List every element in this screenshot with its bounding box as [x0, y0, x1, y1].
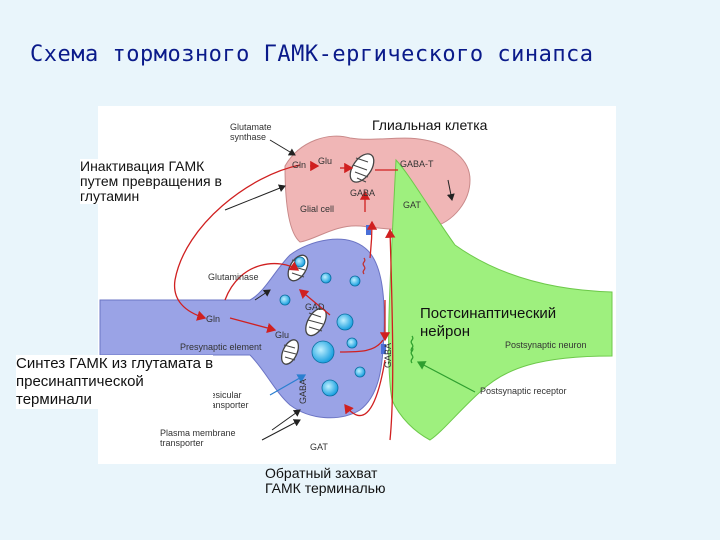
gat-glial-label: GAT — [403, 200, 421, 210]
gln-glial-label: Gln — [292, 160, 306, 170]
gat-transporter-pre — [381, 344, 386, 354]
gaba-glial-label: GABA — [350, 188, 375, 198]
glutaminase-label: Glutaminase — [208, 272, 259, 282]
mitochondrion-pre-3 — [280, 339, 300, 365]
presynaptic-element-label: Presynaptic element — [180, 342, 262, 352]
slide-title: Схема тормозного ГАМК-ергического синапс… — [30, 42, 594, 67]
gat-transporter-glial — [366, 225, 371, 235]
postsynaptic-neuron-annotation: Постсинаптический нейрон — [420, 305, 557, 340]
gaba-vertical-label: GABA — [298, 379, 308, 404]
mitochondrion-glial — [349, 153, 375, 183]
receptor-pointer-arrow — [416, 361, 476, 393]
presynaptic-terminal-shape — [99, 238, 385, 419]
gaba-cleft-label: GABA — [383, 343, 393, 368]
postsynaptic-neuron-label: Postsynaptic neuron — [505, 340, 587, 350]
metabolic-arrows — [173, 160, 398, 441]
glu-glial-label: Glu — [318, 156, 332, 166]
glial-cell-annotation: Глиальная клетка — [372, 117, 488, 133]
postsynaptic-receptor-label: Postsynaptic receptor — [480, 386, 567, 396]
postsynaptic-neuron-shape — [388, 158, 613, 441]
glu-pre-label: Glu — [275, 330, 289, 340]
gat-pre-label: GAT — [310, 442, 328, 452]
leader-arrows — [224, 139, 455, 441]
presynaptic-synthesis-annotation: Синтез ГАМК из глутамата в пресинаптичес… — [16, 355, 214, 409]
vesicular-pointer-arrow — [269, 374, 307, 396]
synaptic-vesicles — [279, 256, 366, 397]
reuptake-annotation: Обратный захват ГАМК терминалью — [265, 465, 386, 496]
postsynaptic-receptor-coils — [362, 257, 414, 364]
gln-pre-label: Gln — [206, 314, 220, 324]
glial-cell-label: Glial cell — [300, 204, 334, 214]
gaba-t-label: GABA-T — [400, 159, 434, 169]
gaba-inactivation-annotation: Инактивация ГАМК путем превращения в глу… — [80, 158, 222, 204]
gad-label: GAD — [305, 302, 325, 312]
